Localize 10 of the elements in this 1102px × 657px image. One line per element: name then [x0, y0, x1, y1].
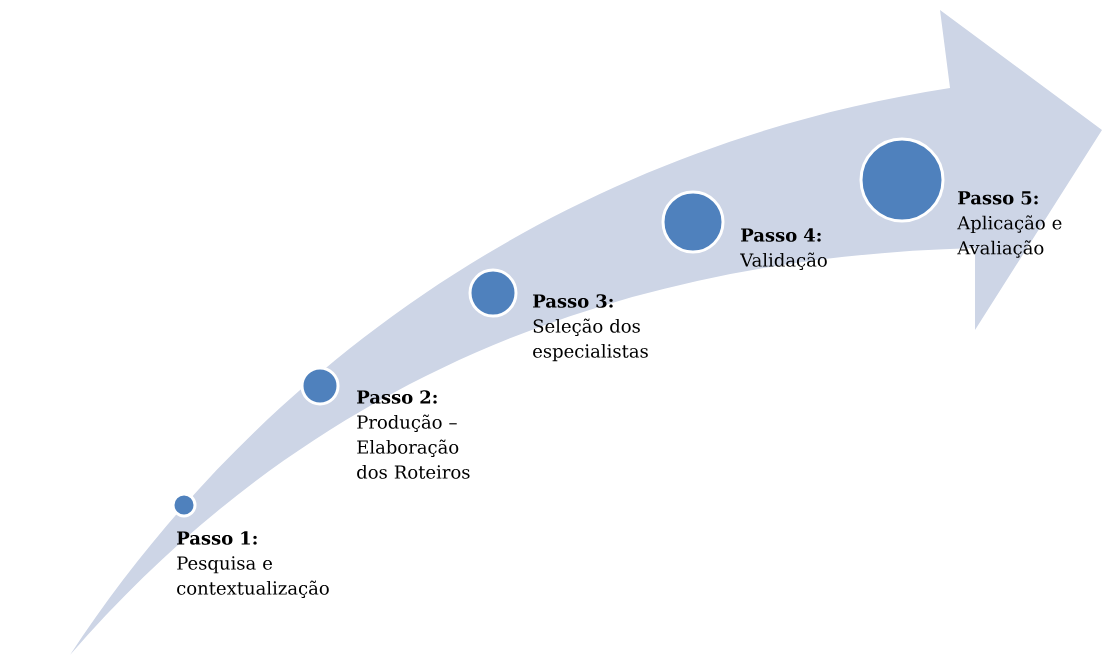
step-circle [859, 137, 945, 223]
step-circle [300, 366, 340, 406]
step-caption: Passo 4: Validação [740, 228, 827, 271]
step-circle [661, 190, 725, 254]
step-circle [171, 492, 197, 518]
step-caption: Passo 1: Pesquisa e contextualização [177, 531, 329, 599]
step-caption: Passo 3: Seleção dos especialistas [533, 294, 648, 362]
step-circle [468, 268, 518, 318]
step-caption: Passo 2: Produção – Elaboração dos Roteiros [357, 390, 470, 479]
step-caption: Passo 5: Aplicação e Avaliação [957, 191, 1062, 258]
